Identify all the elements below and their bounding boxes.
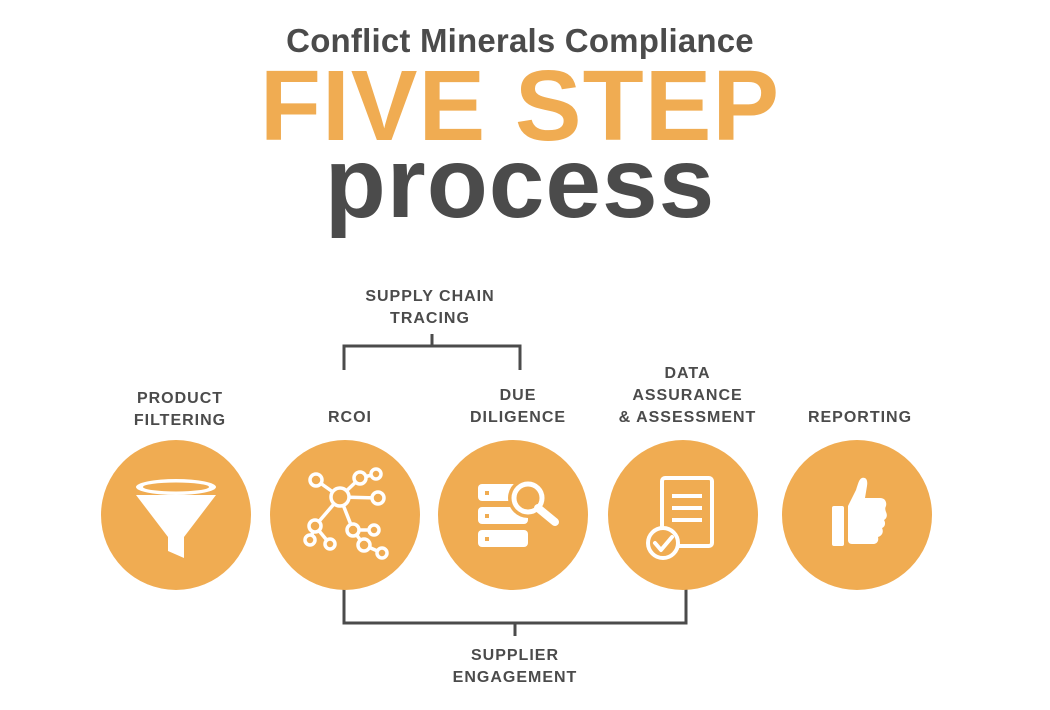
step-circle-product-filtering: [101, 440, 251, 590]
network-nodes-icon: [303, 467, 389, 560]
step-label-rcoi: RCOI: [328, 409, 372, 426]
step-circle-reporting: [782, 440, 932, 590]
bracket-supply-chain-tracing: [342, 334, 522, 370]
step-label-product-filtering: PRODUCT FILTERING: [133, 390, 227, 429]
checklist-document-icon: [646, 476, 714, 560]
page-headline-tail: process: [324, 127, 716, 239]
page-subtitle: Conflict Minerals Compliance: [286, 22, 754, 59]
step-label-due-diligence: DUE DILIGENCE: [469, 387, 567, 426]
step-circle-data-assurance: [608, 440, 758, 590]
bracket-supplier-engagement: [342, 588, 688, 636]
step-label-reporting: REPORTING: [807, 409, 913, 426]
group-label-supplier-engagement: SUPPLIER ENGAGEMENT: [452, 647, 578, 686]
step-label-data-assurance: DATA ASSURANCE & ASSESSMENT: [618, 365, 757, 426]
step-circle-rcoi: [270, 440, 420, 590]
database-search-icon: [478, 478, 559, 547]
group-label-supply-chain-tracing: SUPPLY CHAIN TRACING: [365, 288, 495, 327]
thumbs-up-icon: [832, 477, 887, 546]
step-circle-due-diligence: [438, 440, 588, 590]
funnel-icon: [136, 479, 216, 558]
page-headline: FIVE STEP: [259, 50, 781, 162]
